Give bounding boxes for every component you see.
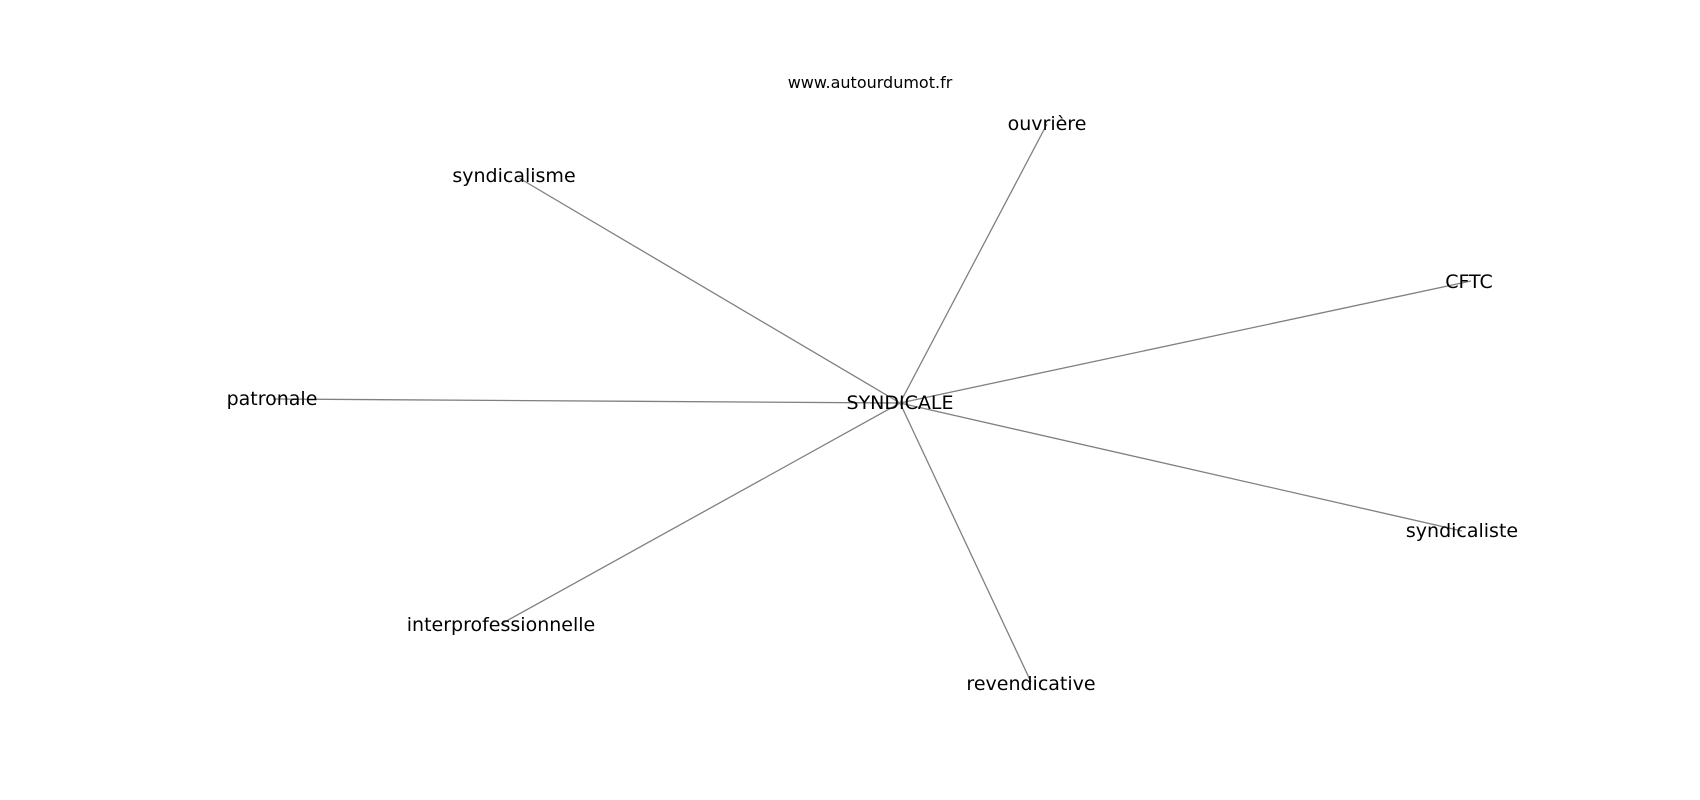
node-label-interprofessionnelle: interprofessionnelle bbox=[407, 614, 595, 636]
edge-syndicalisme bbox=[518, 177, 901, 404]
edge-cftc bbox=[899, 280, 1472, 404]
edge-patronale bbox=[272, 398, 901, 404]
source-watermark: www.autourdumot.fr bbox=[788, 73, 953, 92]
graph-labels: www.autourdumot.fr SYNDICALE ouvrière sy… bbox=[227, 73, 1519, 695]
edge-revendicative bbox=[899, 402, 1032, 683]
center-node-label: SYNDICALE bbox=[847, 392, 954, 414]
node-label-cftc: CFTC bbox=[1445, 271, 1493, 293]
edge-syndicaliste bbox=[899, 402, 1463, 532]
node-label-syndicaliste: syndicaliste bbox=[1406, 520, 1518, 542]
edge-interprofessionnelle bbox=[500, 402, 901, 625]
graph-edges bbox=[272, 123, 1472, 683]
node-label-patronale: patronale bbox=[227, 388, 318, 410]
node-label-revendicative: revendicative bbox=[966, 673, 1095, 695]
node-label-syndicalisme: syndicalisme bbox=[452, 165, 575, 187]
node-label-ouvriere: ouvrière bbox=[1008, 113, 1087, 135]
edge-ouvriere bbox=[899, 123, 1048, 404]
